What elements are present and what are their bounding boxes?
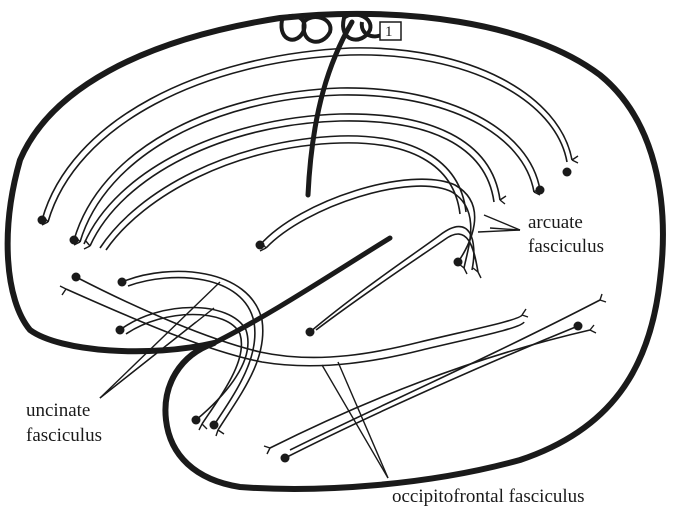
arcuate-label-line1: arcuate: [528, 212, 583, 233]
badge-number: 1: [385, 24, 393, 40]
fiber-endpoint-forks: [42, 156, 606, 454]
top-gyri-loops: [281, 14, 384, 41]
uncinate-label-line2: fasciculus: [26, 425, 102, 446]
numbered-badge: 1: [380, 22, 401, 40]
occipitofrontal-fasciculus-fibers: [66, 277, 600, 458]
arcuate-fasciculus-fibers: [260, 179, 478, 332]
uncinate-label-line1: uncinate: [26, 400, 90, 421]
occipitofrontal-label: occipitofrontal fasciculus: [392, 486, 585, 507]
arcuate-label-line2: fasciculus: [528, 236, 604, 257]
pointer-lines: [100, 215, 520, 478]
fiber-endpoints: [38, 168, 583, 463]
longitudinal-arches: [42, 48, 572, 250]
